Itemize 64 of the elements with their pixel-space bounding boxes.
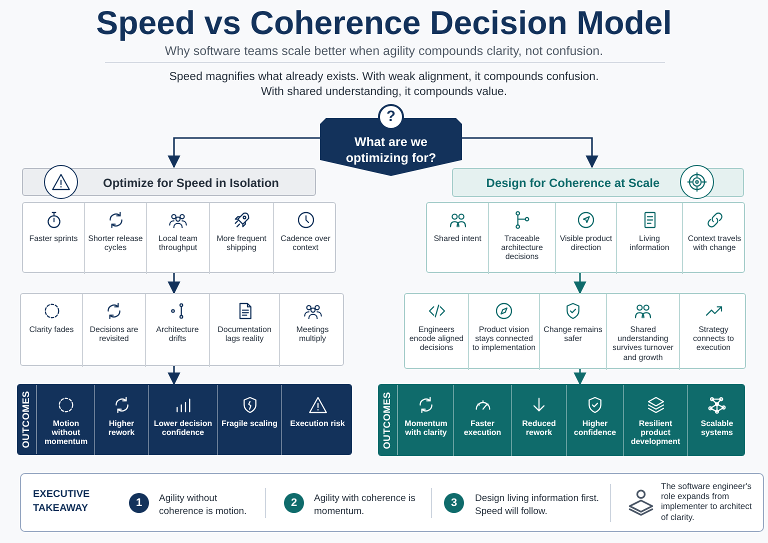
cell-label: Engineers encode aligned decisions: [408, 325, 465, 353]
number-badge: 3: [444, 493, 464, 513]
cell-label: Living information: [628, 234, 670, 252]
question-badge: ?: [378, 104, 404, 130]
cell-label: Visible product direction: [558, 234, 614, 252]
arrow: [168, 366, 180, 386]
cell-label: Clarity fades: [28, 325, 75, 334]
cell-label: Shared understanding survives turnover and growth: [612, 325, 674, 362]
takeaway-text: Agility with coherence is momentum.: [314, 492, 416, 519]
cell-label: Lower decision confidence: [152, 419, 214, 438]
cell-label: Cadence over context: [280, 234, 332, 252]
cell-label: Reduced rework: [521, 419, 557, 438]
card-row: [20, 293, 344, 366]
cell-label: More frequent shipping: [216, 234, 268, 252]
intro-text: With shared understanding, it compounds value.: [260, 86, 508, 100]
title: Speed vs Coherence Decision Model: [95, 4, 673, 42]
heading-text: Optimize for Speed in Isolation: [103, 176, 280, 190]
cell-label: Traceable architecture decisions: [500, 234, 544, 262]
cell-label: Motion without momentum: [43, 419, 89, 447]
cell-label: Shared intent: [432, 234, 482, 244]
cell-label: Scalable systems: [700, 419, 734, 438]
cell-label: Faster execution: [462, 419, 502, 438]
cell-label: Decisions are revisited: [88, 325, 140, 344]
card-row: [426, 202, 745, 273]
vertical-label: OUTCOMES: [18, 385, 37, 454]
decision-text: What are we optimizing for?: [344, 134, 438, 166]
arrow: [574, 369, 586, 386]
cell-label: Strategy connects to execution: [692, 325, 735, 353]
arrow: [168, 273, 180, 294]
subtitle: Why software teams scale better when agility compounds clarity, not confusion.: [164, 44, 604, 59]
arrow: [462, 137, 598, 168]
cell-label: Change remains safer: [542, 325, 604, 344]
card-row: [22, 202, 336, 273]
cell-label: Context travels with change: [686, 234, 742, 252]
takeaway-text: The software engineer's role expands from implementer to architect of clarity.: [661, 481, 753, 522]
arrow: [574, 273, 586, 294]
number-badge: 2: [284, 493, 304, 513]
cell-label: Meetings multiply: [295, 325, 330, 344]
heading-bar: [452, 168, 744, 197]
cell-label: Fragile scaling: [220, 419, 279, 428]
cell-label: Architecture drifts: [155, 325, 200, 344]
cell-label: Resilient product development: [630, 419, 682, 447]
takeaway-text: Agility without coherence is motion.: [159, 492, 248, 519]
takeaway-panel: [20, 473, 764, 532]
takeaway-text: Design living information first. Speed will follow.: [475, 492, 600, 519]
cell-label: Higher confidence: [572, 419, 618, 438]
heading-bar: [22, 168, 316, 196]
cell-label: Product vision stays connected to implementation: [471, 325, 537, 353]
cell-label: Local team throughput: [157, 234, 199, 252]
card-row: [404, 293, 746, 369]
vertical-label: OUTCOMES: [379, 385, 398, 455]
cell-label: Shorter release cycles: [87, 234, 144, 252]
outcomes-panel: [17, 384, 352, 455]
takeaway-heading: EXECUTIVE TAKEAWAY: [33, 488, 91, 515]
number-badge: 1: [129, 493, 149, 513]
cell-label: Execution risk: [289, 419, 346, 428]
cell-label: Higher rework: [107, 419, 136, 438]
cell-label: Momentum with clarity: [404, 419, 448, 438]
intro-text: Speed magnifies what already exists. With weak alignment, it compounds confusion.: [168, 71, 600, 85]
cell-label: Faster sprints: [28, 234, 79, 244]
arrow: [168, 137, 320, 168]
cell-label: Documentation lags reality: [216, 325, 272, 344]
outcomes-panel: [378, 384, 745, 456]
heading-text: Design for Coherence at Scale: [485, 176, 661, 190]
